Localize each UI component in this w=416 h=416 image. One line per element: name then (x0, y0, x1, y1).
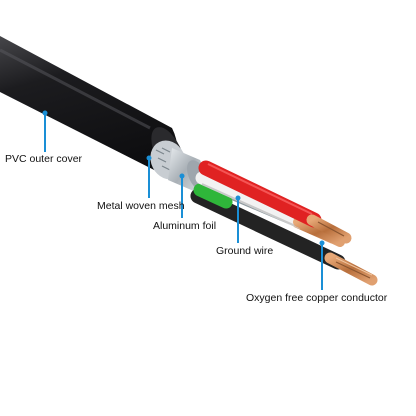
label-pvc-outer-cover: PVC outer cover (5, 153, 82, 165)
label-ground-wire: Ground wire (216, 245, 273, 257)
label-metal-woven-mesh: Metal woven mesh (97, 200, 185, 212)
label-oxygen-free-copper-conductor: Oxygen free copper conductor (246, 292, 387, 304)
label-aluminum-foil: Aluminum foil (153, 220, 216, 232)
